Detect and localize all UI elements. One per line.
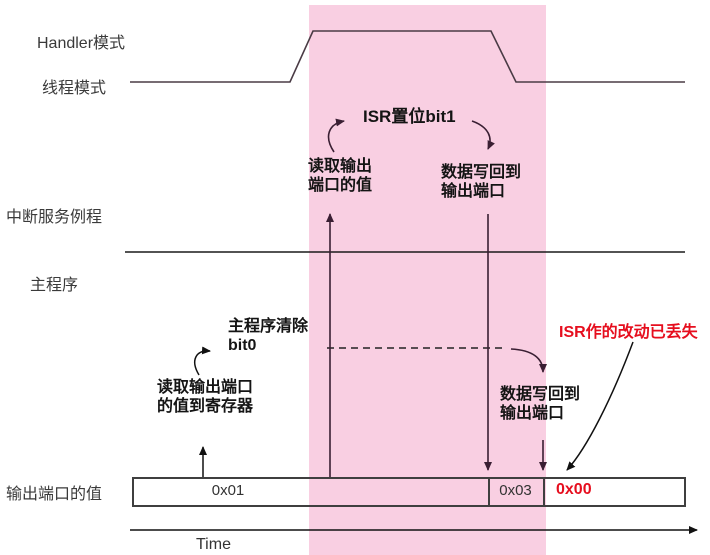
annotation-main-write: 数据写回到 输出端口 [500,385,580,423]
annotation-main-clear-line1: 主程序清除 [228,318,309,335]
annotation-isr-write: 数据写回到 输出端口 [441,163,521,201]
port-value-0x01: 0x01 [211,482,245,499]
label-output-port-value: 输出端口的值 [6,486,103,503]
annotation-isr-change-lost: ISR作的改动已丢失 [559,324,698,341]
annotation-isr-read-line1: 读取输出 [308,158,373,175]
port-box-divider-2 [543,479,545,505]
annotation-main-read-line2: 的值到寄存器 [157,398,254,415]
annotation-isr-read: 读取输出 端口的值 [308,157,372,195]
annotation-isr-write-line1: 数据写回到 [441,164,522,181]
annotation-main-write-line1: 数据写回到 [500,386,581,403]
curve-read-to-clearbit0 [194,346,211,376]
annotation-main-write-line2: 输出端口 [500,405,565,422]
annotation-isr-set-bit1: ISR置位bit1 [363,107,456,126]
annotation-main-read-line1: 读取输出端口 [157,379,254,396]
annotation-isr-read-line2: 端口的值 [308,177,373,194]
port-box-divider-1 [488,479,490,505]
time-axis-label: Time [196,536,231,553]
annotation-main-clear-line2: bit0 [228,337,257,354]
port-value-0x03: 0x03 [499,482,532,499]
annotation-main-read-register: 读取输出端口 的值到寄存器 [157,378,253,416]
label-isr: 中断服务例程 [6,209,103,226]
interrupt-window-highlight [309,5,546,555]
annotation-isr-write-line2: 输出端口 [441,183,506,200]
label-main-program: 主程序 [30,277,79,294]
label-handler-mode: Handler模式 [37,35,126,52]
output-port-box [132,477,686,507]
label-thread-mode: 线程模式 [42,80,107,97]
port-value-0x00: 0x00 [556,481,592,498]
annotation-main-clear-bit0: 主程序清除 bit0 [228,317,308,355]
